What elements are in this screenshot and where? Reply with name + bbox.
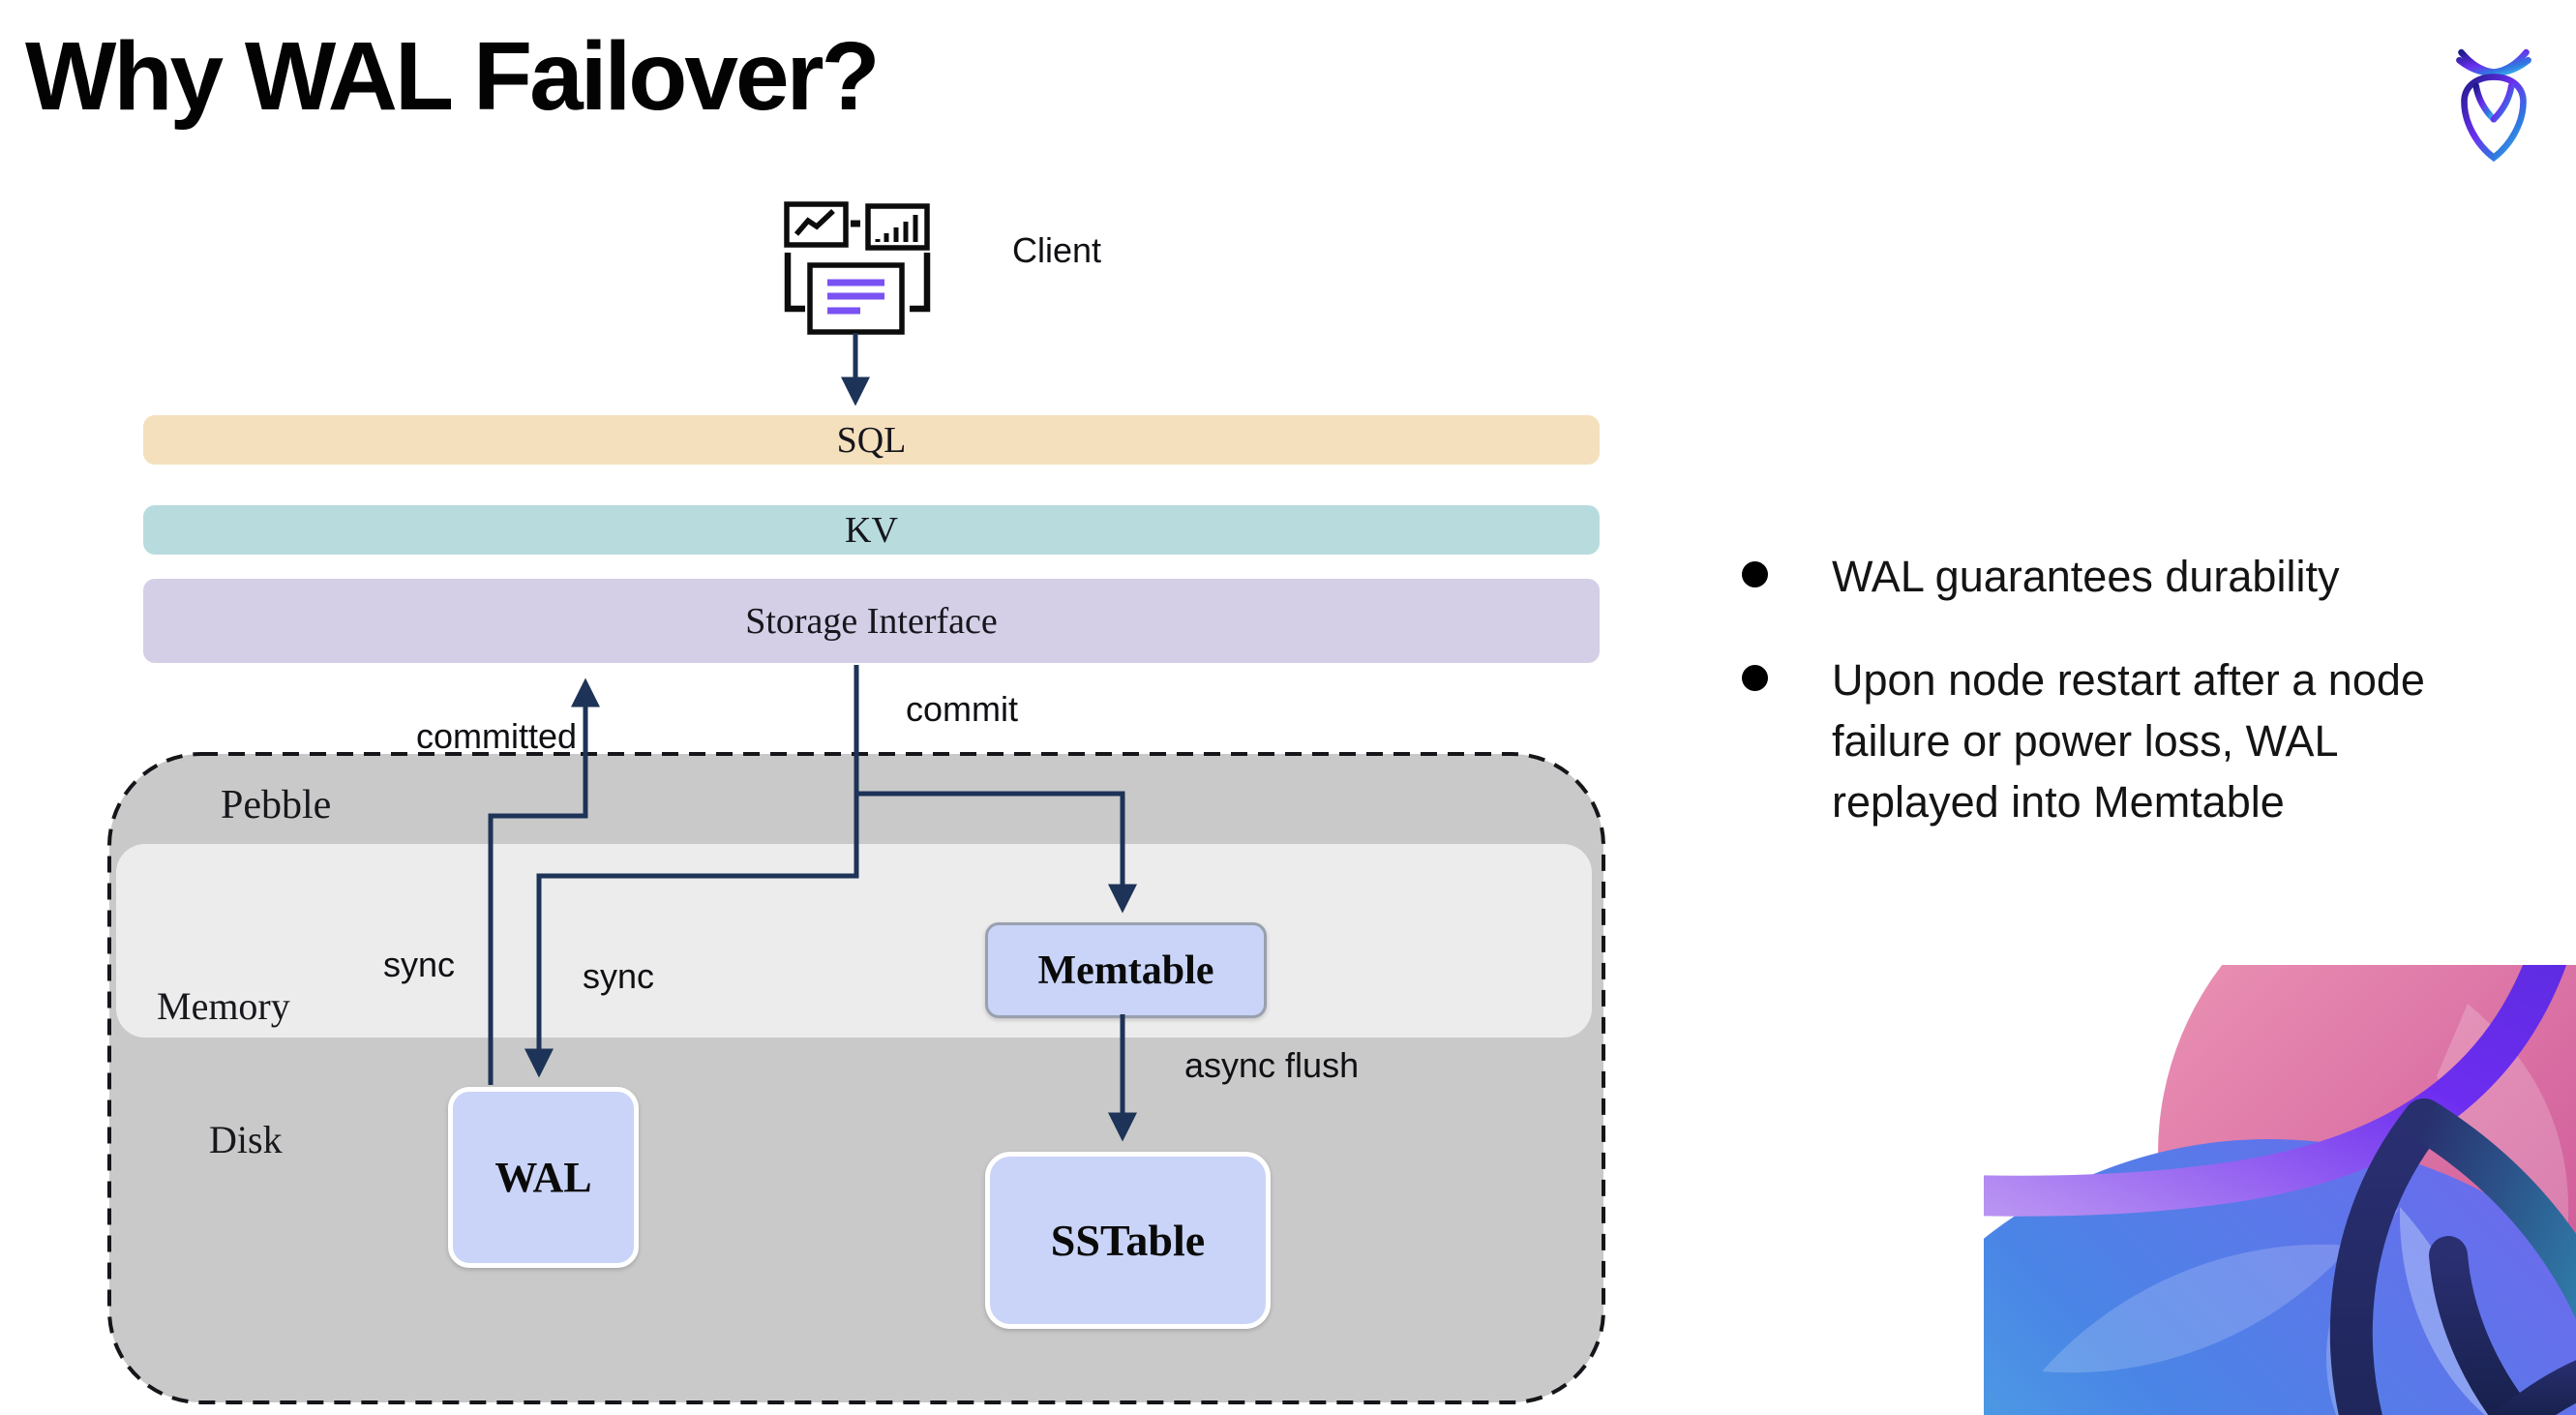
client-terminal-charts-icon	[784, 201, 931, 335]
commit-to-memtable-arrow	[856, 791, 1137, 914]
layer-storage-interface: Storage Interface	[143, 579, 1600, 663]
list-item: WAL guarantees durability	[1742, 546, 2535, 607]
bullet-dot-icon	[1742, 561, 1768, 587]
bracket-left-icon	[784, 253, 805, 313]
memtable-node: Memtable	[985, 922, 1267, 1018]
disk-region-label: Disk	[209, 1118, 283, 1161]
cockroachdb-logo-icon	[2456, 48, 2531, 163]
committed-edge-label: committed	[415, 716, 577, 756]
pebble-dashed-border	[107, 752, 1605, 1404]
pebble-label: Pebble	[221, 783, 332, 828]
layer-sql: SQL	[143, 415, 1600, 465]
bullet-list: WAL guarantees durability Upon node rest…	[1742, 546, 2535, 832]
client-label: Client	[1012, 230, 1102, 270]
wal-node-label: WAL	[494, 1154, 592, 1201]
page-title: Why WAL Failover?	[25, 22, 881, 131]
decorative-cockroach-graphic	[1984, 965, 2576, 1415]
bullet-text: Upon node restart after a node failure o…	[1832, 655, 2425, 827]
commit-edge-label: commit	[906, 689, 1018, 729]
bullet-dot-icon	[1742, 665, 1768, 691]
async-flush-edge-label: async flush	[1184, 1045, 1360, 1085]
memory-band	[116, 844, 1592, 1038]
layer-kv-label: KV	[845, 509, 898, 551]
commit-sync-to-wal-arrow	[524, 665, 859, 1078]
line-chart-icon	[784, 201, 849, 248]
layer-storage-interface-label: Storage Interface	[745, 600, 998, 642]
pebble-container	[107, 752, 1605, 1404]
bullet-text: WAL guarantees durability	[1832, 552, 2340, 601]
memory-region-label: Memory	[157, 984, 290, 1028]
document-text-lines	[827, 279, 884, 315]
layer-kv: KV	[143, 505, 1600, 555]
wal-node: WAL	[448, 1087, 639, 1268]
sstable-node: SSTable	[985, 1152, 1271, 1329]
sync-right-edge-label: sync	[583, 956, 655, 996]
bracket-right-icon	[910, 253, 931, 313]
sstable-node-label: SSTable	[1050, 1216, 1206, 1265]
sync-left-edge-label: sync	[383, 945, 456, 984]
list-item: Upon node restart after a node failure o…	[1742, 649, 2535, 832]
layer-sql-label: SQL	[836, 419, 907, 461]
memtable-node-label: Memtable	[1037, 948, 1214, 993]
